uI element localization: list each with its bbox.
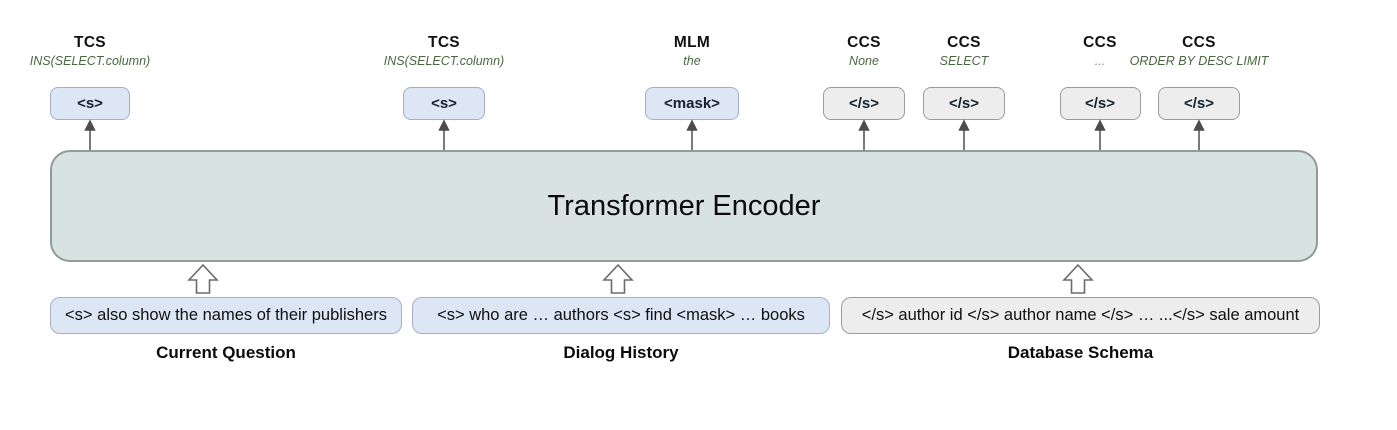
database-schema-label: Database Schema — [1007, 343, 1154, 362]
hollow-up-arrow-icons — [187, 263, 1094, 294]
prediction-label: INS(SELECT.column) — [29, 54, 151, 68]
task-label: CCS — [847, 34, 881, 51]
task-label: CCS — [1083, 34, 1117, 51]
current-question-box: <s> also show the names of their publish… — [50, 297, 402, 334]
prediction-label: SELECT — [939, 54, 989, 68]
task-label: TCS — [74, 34, 106, 51]
task-label: TCS — [428, 34, 460, 51]
task-label: CCS — [1182, 34, 1216, 51]
task-label: MLM — [673, 34, 711, 51]
prediction-label: the — [683, 54, 701, 68]
token-box-end-s: </s> — [1158, 87, 1240, 120]
token-box-s: <s> — [50, 87, 130, 120]
prediction-label: INS(SELECT.column) — [383, 54, 505, 68]
token-box-s: <s> — [403, 87, 485, 120]
output-column-ccs-2: CCS SELECT </s> — [879, 32, 1049, 120]
dialog-history-label: Dialog History — [563, 343, 679, 362]
output-arrow-icons — [84, 119, 1205, 150]
transformer-encoder-box: Transformer Encoder — [50, 150, 1318, 262]
output-column-ccs-4: CCS ORDER BY DESC LIMIT </s> — [1114, 32, 1284, 120]
dialog-history-box: <s> who are … authors <s> find <mask> … … — [412, 297, 830, 334]
prediction-label: ... — [1094, 54, 1106, 68]
token-box-end-s: </s> — [823, 87, 905, 120]
prediction-label: None — [849, 54, 879, 68]
output-column-ccs-1: CCS None </s> — [779, 32, 949, 120]
output-column-tcs-1: TCS INS(SELECT.column) <s> — [5, 32, 175, 120]
output-column-tcs-2: TCS INS(SELECT.column) <s> — [359, 32, 529, 120]
token-box-mask: <mask> — [645, 87, 739, 120]
task-label: CCS — [947, 34, 981, 51]
database-schema-box: </s> author id </s> author name </s> … .… — [841, 297, 1320, 334]
prediction-label: ORDER BY DESC LIMIT — [1129, 54, 1269, 68]
current-question-label: Current Question — [156, 343, 296, 362]
token-box-end-s: </s> — [923, 87, 1005, 120]
output-column-mlm: MLM the <mask> — [607, 32, 777, 120]
